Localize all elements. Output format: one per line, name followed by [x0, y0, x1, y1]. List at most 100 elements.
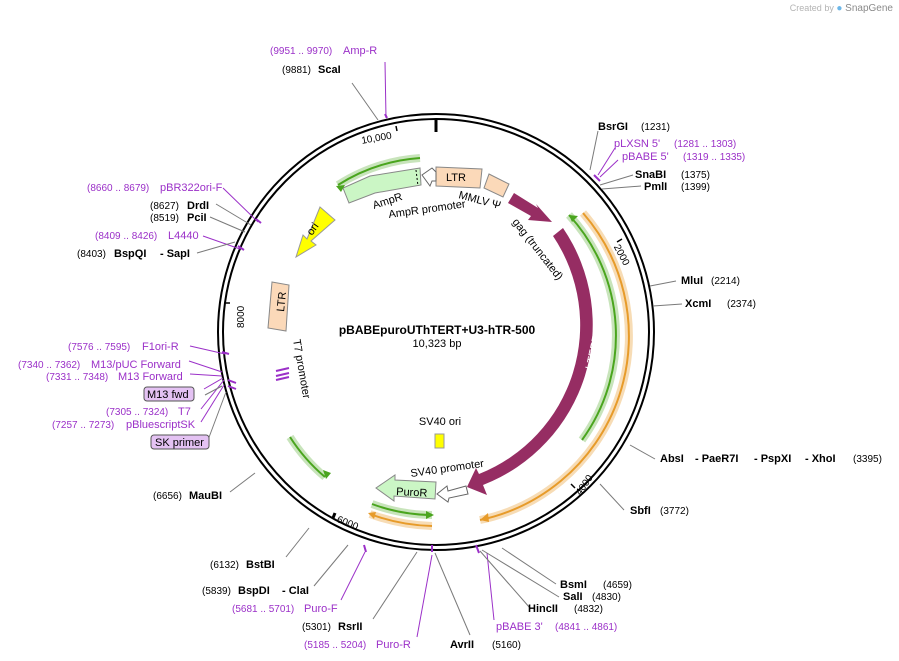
mark-ampr: [384, 113, 388, 119]
sbfi-name: SbfI: [630, 505, 651, 517]
orange-arrow-bottom-head: [368, 512, 376, 519]
pbsk-pos: (7257 .. 7273): [52, 420, 114, 431]
pcii-pos: (8519): [150, 213, 179, 224]
xcmi-pos: (2374): [727, 299, 756, 310]
tick-4000: [570, 483, 576, 489]
puror-label: PuroR: [396, 486, 428, 500]
mlui-pos: (2214): [711, 276, 740, 287]
leader-sali: [481, 549, 560, 598]
m13-fwd-box: [143, 386, 195, 402]
ampr-site-name: Amp-R: [343, 45, 377, 57]
sali-pos: (4830): [592, 592, 621, 603]
pmli-pos: (1399): [681, 182, 710, 193]
sapi-name: - SapI: [160, 248, 190, 260]
leader-pcii: [209, 216, 246, 233]
green-arrow-lower: [289, 436, 326, 478]
green-arrow-right: [568, 214, 617, 441]
absi-pos: (3395): [853, 454, 882, 465]
m13f-name: M13 Forward: [118, 371, 183, 383]
mark-pbabe3: [475, 544, 480, 554]
xhoi-name: - XhoI: [805, 453, 836, 465]
leader-bspdi: [313, 544, 349, 587]
bsmi-name: BsmI: [560, 579, 587, 591]
mark-m13-a: [227, 379, 237, 384]
puror-feature: [375, 474, 437, 502]
snapgene-credit: Created by ● SnapGene: [790, 3, 893, 14]
bspqi-name: BspQI: [114, 248, 146, 260]
green-arrow-right-head: [569, 215, 578, 222]
leader-l4440: [202, 235, 241, 250]
credit-prefix: Created by: [789, 3, 834, 13]
puror-site-pos: (5185 .. 5204): [304, 640, 366, 651]
tick-label-8000: 8000: [236, 305, 247, 328]
pbsk-name: pBluescriptSK: [126, 419, 196, 431]
xcmi-name: XcmI: [685, 298, 711, 310]
mark-m13-b: [227, 385, 237, 390]
backbone-inner: [222, 118, 650, 546]
sk-primer-name: SK primer: [155, 437, 204, 449]
leader-pbr322: [222, 187, 259, 223]
bsmi-pos: (4659): [603, 580, 632, 591]
hincii-pos: (4832): [574, 604, 603, 615]
leader-m13: [189, 373, 223, 377]
leader-xcmi: [652, 303, 683, 307]
pcii-name: PciI: [187, 212, 207, 224]
gag-label: gag (truncated): [510, 216, 565, 282]
bsrgi-pos: (1231): [641, 122, 670, 133]
sbfi-pos: (3772): [660, 506, 689, 517]
green-arrow-lower-head: [323, 470, 331, 479]
bspdi-name: BspDI: [238, 585, 270, 597]
leader-pbabe3: [486, 552, 495, 621]
leader-bsmi: [501, 547, 557, 585]
l4440-name: L4440: [168, 230, 199, 242]
ltr-left-feature: [267, 281, 290, 332]
leader-ampr: [384, 61, 387, 119]
pbabe5-name: pBABE 5': [622, 151, 669, 163]
leader-plxsn: [597, 147, 616, 176]
bsrgi-name: BsrGI: [598, 121, 628, 133]
leader-t7: [203, 377, 224, 390]
bstbi-name: BstBI: [246, 559, 275, 571]
scai-pos: (9881): [282, 65, 311, 76]
mark-l4440: [237, 245, 245, 251]
green-arrow-bottom-head: [426, 511, 434, 519]
l4440-pos: (8409 .. 8426): [95, 231, 157, 242]
sk-primer-box: [150, 434, 210, 450]
pbr322-name: pBR322ori-F: [160, 182, 223, 194]
leader-m13puc: [188, 360, 223, 373]
bspqi-pos: (8403): [77, 249, 106, 260]
backbone-outer: [217, 113, 655, 551]
plasmid-name: pBABEpuroUThTERT+U3-hTR-500: [339, 323, 536, 337]
ampr-promoter-arrow: [421, 167, 437, 188]
t7-site-name: T7: [178, 406, 191, 418]
t7-promoter-label: T7 promoter: [290, 338, 312, 399]
green-arrow-bottom-glow: [370, 500, 433, 519]
leader-m13fwd: [204, 385, 223, 396]
mlui-name: MluI: [681, 275, 703, 287]
scai-name: ScaI: [318, 64, 341, 76]
pspxi-name: - PspXI: [754, 453, 791, 465]
leader-hincii: [479, 550, 531, 609]
pbabe3-pos: (4841 .. 4861): [555, 622, 617, 633]
maubi-pos: (6656): [153, 491, 182, 502]
purof-pos: (5681 .. 5701): [232, 604, 294, 615]
ampr-dash: [415, 169, 419, 187]
mark-f1ori: [221, 351, 230, 355]
pbabe3-name: pBABE 3': [496, 621, 543, 633]
sv40-ori-label: SV40 ori: [419, 416, 461, 428]
leader-pmli: [601, 185, 642, 190]
purof-name: Puro-F: [304, 603, 338, 615]
leader-t7-b: [200, 379, 225, 410]
leader-bsrgi: [589, 130, 599, 171]
plasmid-size: 10,323 bp: [413, 338, 462, 350]
orange-arrow-right: [479, 212, 630, 521]
orange-arrow-right-head: [480, 513, 489, 522]
mark-purof: [363, 544, 367, 553]
htert-feature: [467, 228, 593, 495]
pmli-name: PmlI: [644, 181, 667, 193]
leader-purof: [340, 551, 366, 601]
snabi-name: SnaBI: [635, 169, 666, 181]
mark-pbr322: [255, 218, 262, 224]
maubi-name: MauBI: [189, 490, 222, 502]
ampr-site-pos: (9951 .. 9970): [270, 46, 332, 57]
